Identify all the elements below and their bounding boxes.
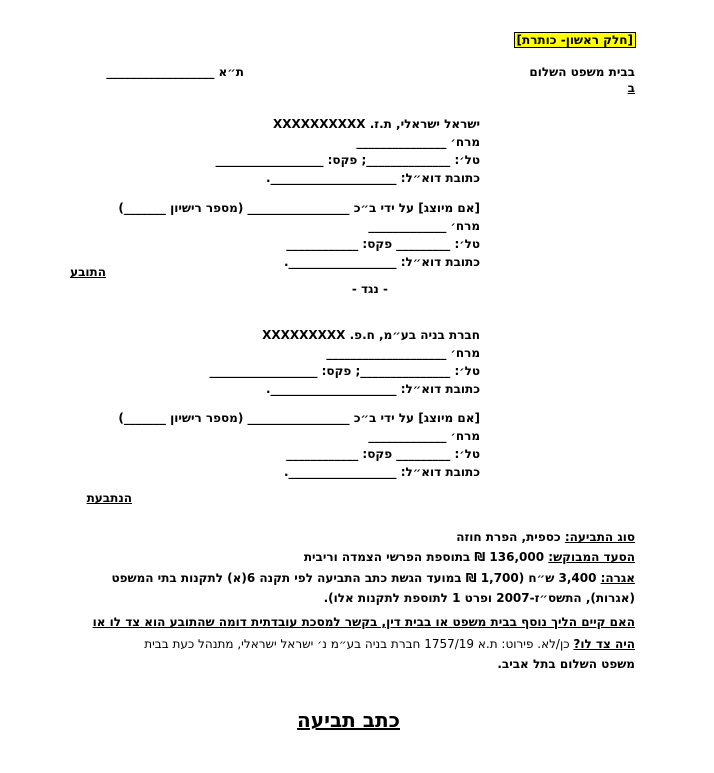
other-case-question: האם קיים הליך נוסף בבית משפט או בבית דין… [92, 615, 635, 629]
court-fee: אגרה: 3,400 ש״ח (1,700 ₪ במועד הגשת כתב … [111, 571, 635, 585]
defendant-rep-phone: טל׳: _________ פקס: ____________ [286, 447, 480, 461]
defendant-rep-street: מרח׳ _____________ [368, 429, 480, 443]
plaintiff-street: מרח׳ _______________ [356, 135, 480, 149]
defendant-rep-email: כתובת דוא״ל: __________________. [283, 465, 480, 479]
plaintiff-rep-street: מרח׳ _____________ [368, 219, 480, 233]
other-case-answer-cont: משפט השלום בתל אביב. [497, 657, 635, 671]
document-title: כתב תביעה [297, 708, 400, 732]
plaintiff-role: התובע [70, 265, 106, 279]
court-fee-cont: (אגרות), התשס״ז-2007 ופרט 1 לתוספת לתקנו… [323, 591, 635, 605]
defendant-rep: [אם מיוצג] על ידי ב״כ _________________ … [118, 411, 480, 425]
defendant-street: מרח׳ ____________________ [326, 346, 480, 360]
court-name: בבית משפט השלום [529, 65, 635, 79]
plaintiff-email: כתובת דוא״ל: _____________________. [265, 171, 480, 185]
versus-label: - נגד - [351, 282, 388, 296]
defendant-phone: טל׳: _______________; פקס: _____________… [209, 364, 480, 378]
plaintiff-rep: [אם מיוצג] על ידי ב״כ _________________ … [118, 201, 480, 215]
plaintiff-rep-email: כתובת דוא״ל: __________________. [283, 255, 480, 269]
plaintiff-name: ישראל ישראלי, ת.ז. XXXXXXXXXX [273, 117, 480, 131]
other-case-answer: היה צד לו? כן/לא. פירוט: ת.א 1757/19 חבר… [144, 637, 635, 651]
plaintiff-rep-phone: טל׳: _________ פקס: ____________ [286, 237, 480, 251]
defendant-email: כתובת דוא״ל: _____________________. [265, 382, 480, 396]
claim-type: סוג התביעה: כספית, הפרת חוזה [456, 530, 635, 544]
court-location: ב [627, 81, 635, 95]
case-number: ת״א __________________ [106, 65, 244, 79]
relief-sought: הסעד המבוקש: 136,000 ₪ בתוספת הפרשי הצמד… [303, 550, 635, 564]
defendant-role: הנתבעת [86, 491, 132, 505]
plaintiff-phone: טל׳: ______________; פקס: ______________… [215, 153, 480, 167]
part-label: [חלק ראשון- כותרת] [513, 32, 636, 48]
defendant-name: חברת בניה בע״מ, ח.פ. XXXXXXXXX [262, 328, 480, 342]
